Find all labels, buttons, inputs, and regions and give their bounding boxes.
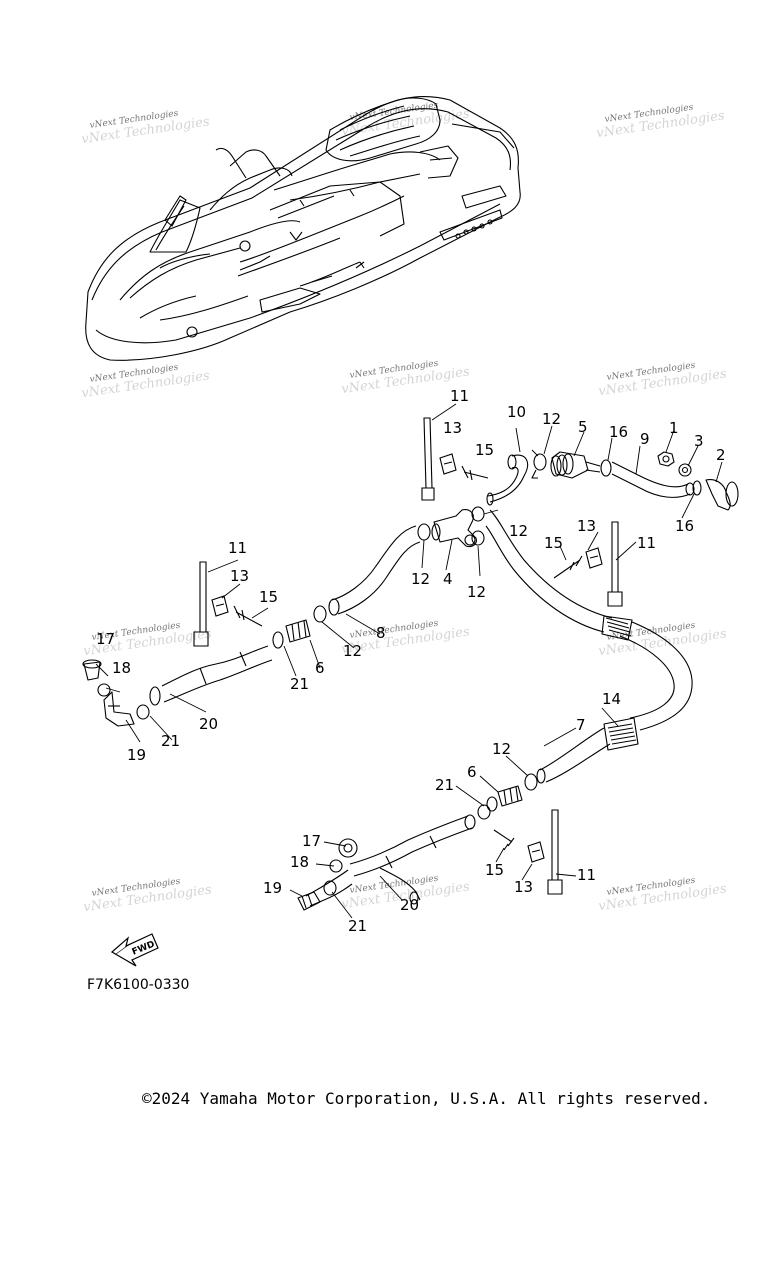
callout-16: 16 bbox=[675, 517, 694, 535]
callouts: 1 2 3 4 5 6 6 7 8 9 10 11 11 11 11 12 12… bbox=[96, 387, 726, 935]
callout-9: 9 bbox=[640, 430, 650, 448]
callout-11: 11 bbox=[228, 539, 247, 557]
callout-18: 18 bbox=[290, 853, 309, 871]
callout-12: 12 bbox=[492, 740, 511, 758]
cable-tie bbox=[199, 561, 207, 633]
callout-21: 21 bbox=[290, 675, 309, 693]
leader-lines bbox=[95, 403, 723, 919]
callout-10: 10 bbox=[507, 403, 526, 421]
watermark: vNext Technologies vNext Technologies bbox=[81, 109, 211, 148]
callout-14: 14 bbox=[602, 690, 621, 708]
callout-17: 17 bbox=[302, 832, 321, 850]
watercraft-illustration bbox=[85, 96, 521, 361]
hose-assembly-left bbox=[82, 605, 327, 727]
callout-13: 13 bbox=[577, 517, 596, 535]
corrugated-sleeve bbox=[601, 615, 633, 641]
cable-ties bbox=[193, 417, 623, 895]
watermark: vNext Technologies vNext Technologies bbox=[81, 363, 211, 402]
callout-8: 8 bbox=[376, 624, 386, 642]
figure-code: F7K6100-0330 bbox=[87, 977, 190, 993]
callout-12: 12 bbox=[467, 583, 486, 601]
callout-6: 6 bbox=[467, 763, 477, 781]
callout-2: 2 bbox=[716, 446, 726, 464]
callout-13: 13 bbox=[514, 878, 533, 896]
callout-15: 15 bbox=[259, 588, 278, 606]
callout-19: 19 bbox=[127, 746, 146, 764]
callout-3: 3 bbox=[694, 432, 704, 450]
callout-11: 11 bbox=[450, 387, 469, 405]
callout-15: 15 bbox=[544, 534, 563, 552]
watermark: vNext Technologies vNext Technologies bbox=[598, 361, 728, 400]
callout-11: 11 bbox=[577, 866, 596, 884]
corrugated-sleeve bbox=[603, 717, 639, 751]
screws bbox=[233, 465, 583, 851]
callout-4: 4 bbox=[443, 570, 453, 588]
callout-15: 15 bbox=[485, 861, 504, 879]
clamps bbox=[211, 453, 603, 863]
callout-15: 15 bbox=[475, 441, 494, 459]
callout-5: 5 bbox=[578, 418, 588, 436]
callout-1: 1 bbox=[669, 419, 679, 437]
cable-tie bbox=[551, 809, 559, 881]
callout-21: 21 bbox=[435, 776, 454, 794]
callout-21: 21 bbox=[161, 732, 180, 750]
callout-21: 21 bbox=[348, 917, 367, 935]
callout-7: 7 bbox=[576, 716, 586, 734]
copyright-notice: ©2024 Yamaha Motor Corporation, U.S.A. A… bbox=[142, 1089, 711, 1108]
hose-assembly-lower bbox=[297, 804, 491, 911]
callout-13: 13 bbox=[230, 567, 249, 585]
watermark: vNext Technologies vNext Technologies bbox=[83, 877, 213, 916]
callout-12: 12 bbox=[411, 570, 430, 588]
callout-12: 12 bbox=[509, 522, 528, 540]
fwd-arrow-icon: FWD bbox=[110, 933, 159, 967]
watermark: vNext Technologies vNext Technologies bbox=[596, 103, 726, 142]
callout-13: 13 bbox=[443, 419, 462, 437]
cable-tie bbox=[423, 417, 433, 489]
watermark: vNext Technologies vNext Technologies bbox=[341, 101, 471, 140]
callout-6: 6 bbox=[315, 659, 325, 677]
callout-17: 17 bbox=[96, 630, 115, 648]
callout-20: 20 bbox=[199, 715, 218, 733]
callout-20: 20 bbox=[400, 896, 419, 914]
callout-11: 11 bbox=[637, 534, 656, 552]
callout-12: 12 bbox=[542, 410, 561, 428]
watermark: vNext Technologies vNext Technologies bbox=[598, 876, 728, 915]
cable-tie bbox=[611, 521, 619, 593]
callout-16: 16 bbox=[609, 423, 628, 441]
callout-19: 19 bbox=[263, 879, 282, 897]
callout-18: 18 bbox=[112, 659, 131, 677]
hose-assembly-upper bbox=[328, 451, 739, 812]
callout-12: 12 bbox=[343, 642, 362, 660]
